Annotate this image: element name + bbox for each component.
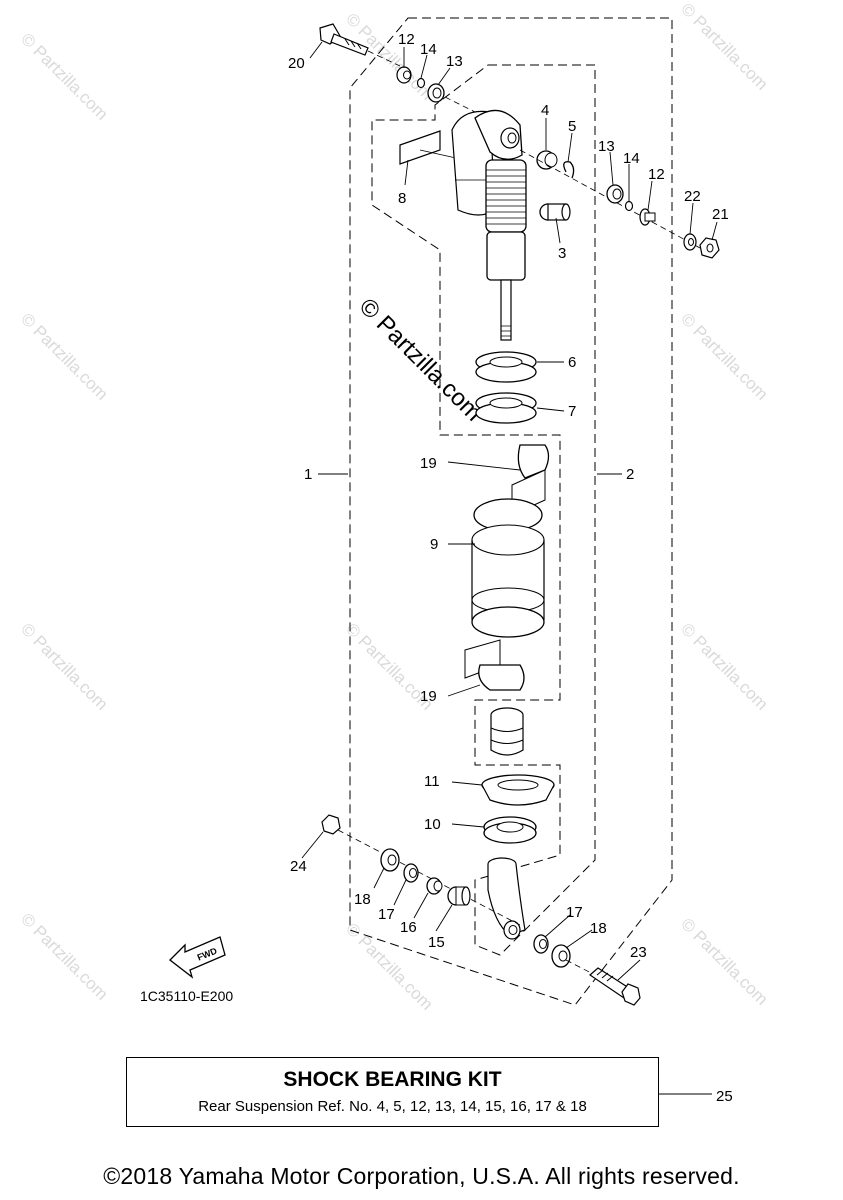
adjuster-3	[539, 203, 571, 221]
washer-18-right	[551, 944, 571, 968]
callout-19: 19	[420, 455, 437, 472]
leader-lines	[301, 41, 718, 981]
watermark-text: © Partzilla.com	[677, 0, 771, 94]
oring-14-top	[416, 77, 426, 89]
callout-3: 3	[558, 245, 566, 262]
collar-16	[426, 877, 443, 895]
callout-5: 5	[568, 118, 576, 135]
callout-19: 19	[420, 688, 437, 705]
watermark-text: © Partzilla.com	[17, 29, 111, 123]
callout-10: 10	[424, 816, 441, 833]
callout-11: 11	[424, 773, 440, 790]
callout-4: 4	[541, 102, 549, 119]
callout-8: 8	[398, 190, 406, 207]
callout-12: 12	[398, 31, 415, 48]
washer-18-left	[380, 848, 400, 872]
callout-2: 2	[626, 466, 634, 483]
copyright-notice: ©2018 Yamaha Motor Corporation, U.S.A. A…	[103, 1163, 740, 1189]
spring-guide-19-lower	[464, 639, 525, 691]
callout-22: 22	[684, 188, 701, 205]
callout-1: 1	[304, 466, 312, 483]
shock-bearing-kit-box: SHOCK BEARING KIT Rear Suspension Ref. N…	[126, 1057, 659, 1127]
oring-14-right	[624, 200, 634, 212]
seal-13-top	[427, 83, 445, 103]
watermark-text: © Partzilla.com	[342, 919, 436, 1013]
bolt-20	[319, 23, 401, 67]
callout-24: 24	[290, 858, 307, 875]
seal-17-right	[533, 934, 549, 954]
spring-9	[471, 498, 545, 638]
spring-seat-10	[483, 816, 537, 844]
callout-labels: 20 12 14 13 4 5 13 14 12 22 21 8 3 6 7 1…	[288, 31, 729, 961]
seal-17-left	[403, 863, 419, 883]
assembly-boundary-inner	[371, 64, 596, 956]
watermark-center: © Partzilla.com	[354, 293, 487, 426]
callout-12: 12	[648, 166, 665, 183]
bushing-12-right	[639, 208, 656, 226]
watermark-text: © Partzilla.com	[17, 909, 111, 1003]
kit-ref-number: 25	[716, 1088, 733, 1105]
diagram-code: 1C35110-E200	[140, 988, 234, 1004]
callout-20: 20	[288, 55, 305, 72]
spring-seat-11	[481, 774, 555, 806]
bearing-15	[447, 886, 471, 906]
callout-6: 6	[568, 354, 576, 371]
bump-stop	[490, 707, 524, 756]
callout-21: 21	[712, 206, 729, 223]
callout-15: 15	[428, 934, 445, 951]
callout-16: 16	[400, 919, 417, 936]
callout-17: 17	[378, 906, 395, 923]
watermark-text: © Partzilla.com	[17, 309, 111, 403]
watermark-text: © Partzilla.com	[677, 914, 771, 1008]
callout-13: 13	[446, 53, 463, 70]
callout-14: 14	[623, 150, 640, 167]
watermark-text: © Partzilla.com	[677, 309, 771, 403]
callout-18: 18	[590, 920, 607, 937]
callout-7: 7	[568, 403, 576, 420]
kit-subtitle: Rear Suspension Ref. No. 4, 5, 12, 13, 1…	[198, 1098, 587, 1115]
seal-13-right	[606, 184, 624, 204]
locknut-7	[475, 392, 537, 424]
bushing-12-top	[396, 66, 412, 84]
nut-24	[321, 814, 341, 835]
bolt-23	[589, 967, 641, 1006]
kit-title: SHOCK BEARING KIT	[283, 1068, 502, 1091]
washer-22	[683, 233, 697, 251]
collar-4	[536, 150, 558, 170]
circlip-5	[563, 161, 575, 179]
callout-17: 17	[566, 904, 583, 921]
lower-clevis	[487, 857, 526, 940]
watermark-text: © Partzilla.com	[17, 619, 111, 713]
callout-9: 9	[430, 536, 438, 553]
locknut-6	[475, 351, 537, 383]
callout-14: 14	[420, 41, 437, 58]
fwd-arrow-icon: FWD	[169, 936, 226, 979]
nut-21	[699, 237, 720, 259]
callout-18: 18	[354, 891, 371, 908]
shock-absorber-body	[451, 109, 527, 341]
callout-23: 23	[630, 944, 647, 961]
callout-13: 13	[598, 138, 615, 155]
watermark-text: © Partzilla.com	[677, 619, 771, 713]
